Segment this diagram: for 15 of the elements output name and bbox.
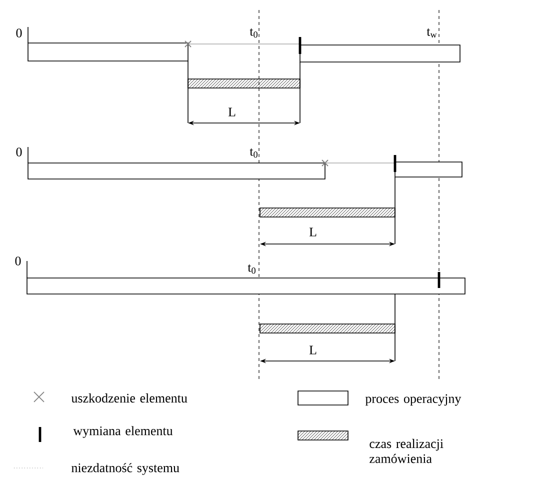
time-label: t$_{0}$ (248, 264, 256, 274)
time-label: t$_{0}$ (250, 28, 258, 38)
time-label: t$_{0}$ (250, 148, 258, 158)
legend-text: niezdatność systemu (72, 463, 180, 475)
axis-origin-label: 0 (15, 256, 21, 266)
duration-label: L (309, 346, 316, 354)
legend-text: proces operacyjny (365, 394, 462, 406)
time-label: t$_{w}$ (426, 28, 437, 38)
duration-label: L (228, 108, 236, 116)
axis-origin-label: 0 (16, 148, 22, 156)
legend-text: uszkodzenie elementu (71, 393, 188, 403)
legend-text: czas realizacji zamówienia (370, 438, 444, 464)
duration-label: L (309, 228, 316, 236)
axis-origin-label: 0 (16, 28, 22, 38)
legend-text: wymiana elementu (73, 426, 173, 438)
